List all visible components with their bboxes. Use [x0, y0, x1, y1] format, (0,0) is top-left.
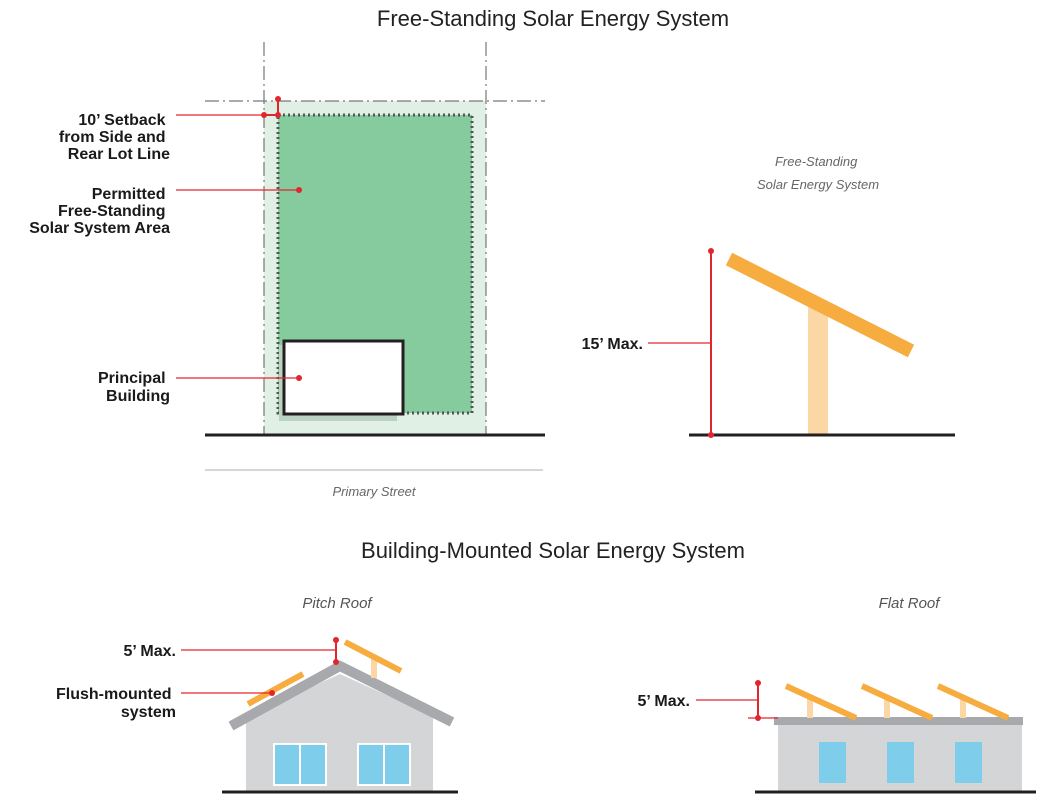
flat-window-3: [955, 742, 982, 783]
site-plan: Primary Street: [205, 42, 545, 499]
flat-panel-post-1: [807, 697, 813, 718]
free-standing-title: Free-Standing Solar Energy System: [377, 6, 729, 31]
flush-mounted-label: Flush-mounted system: [56, 686, 176, 721]
flat-panel-post-2: [884, 697, 890, 718]
pitch-panel-post: [371, 658, 377, 678]
height-dot-bottom: [708, 432, 714, 438]
building-mounted-title: Building-Mounted Solar Energy System: [361, 538, 745, 563]
setback-dot-top: [275, 96, 281, 102]
setback-dot-corner: [275, 112, 281, 118]
permitted-area-dot: [296, 187, 302, 193]
pitch-height-label: 5’ Max.: [124, 643, 176, 660]
flat-panel-3: [936, 683, 1010, 721]
pitch-roof-section: Pitch Roof 5’ Max. Flush-mounted: [56, 595, 458, 794]
flat-panel-2: [860, 683, 934, 721]
pitch-roof: [228, 660, 455, 731]
pitch-window-left: [273, 743, 327, 786]
permitted-area-boundary: [276, 113, 474, 415]
free-standing-elevation-caption: Free-Standing Solar Energy System: [757, 154, 879, 192]
flush-mounted-dot: [269, 690, 275, 696]
permitted-area-label: Permitted Free-Standing Solar System Are…: [29, 186, 170, 237]
panel-support-post: [808, 302, 828, 434]
primary-street-label: Primary Street: [332, 484, 416, 499]
flat-window-2: [887, 742, 914, 783]
pitch-height-dot-bottom: [333, 659, 339, 665]
pitch-tilted-panel: [343, 639, 403, 674]
pitch-height-dot-top: [333, 637, 339, 643]
flat-roof-caption: Flat Roof: [879, 595, 942, 612]
flat-height-label: 5’ Max.: [638, 693, 690, 710]
plan-callouts: 10’ Setback from Side and Rear Lot Line …: [29, 112, 302, 405]
flat-roof-slab: [774, 717, 1023, 725]
flat-height-dot-top: [755, 680, 761, 686]
free-standing-elevation: Free-Standing Solar Energy System 15’ Ma…: [582, 154, 955, 438]
flat-window-1: [819, 742, 846, 783]
flat-panel-post-3: [960, 697, 966, 718]
flat-roof-section: Flat Roof 5’ Max.: [638, 595, 1036, 794]
setback-label: 10’ Setback from Side and Rear Lot Line: [59, 112, 170, 163]
principal-building-dot: [296, 375, 302, 381]
flush-mounted-panel: [246, 671, 305, 707]
pitch-roof-caption: Pitch Roof: [302, 595, 373, 612]
solar-panel: [725, 252, 915, 358]
height-dot-top: [708, 248, 714, 254]
height-label-15: 15’ Max.: [582, 336, 643, 353]
pitch-window-right: [357, 743, 411, 786]
principal-building-label: Principal Building: [98, 370, 170, 405]
flat-panel-1: [784, 683, 858, 721]
